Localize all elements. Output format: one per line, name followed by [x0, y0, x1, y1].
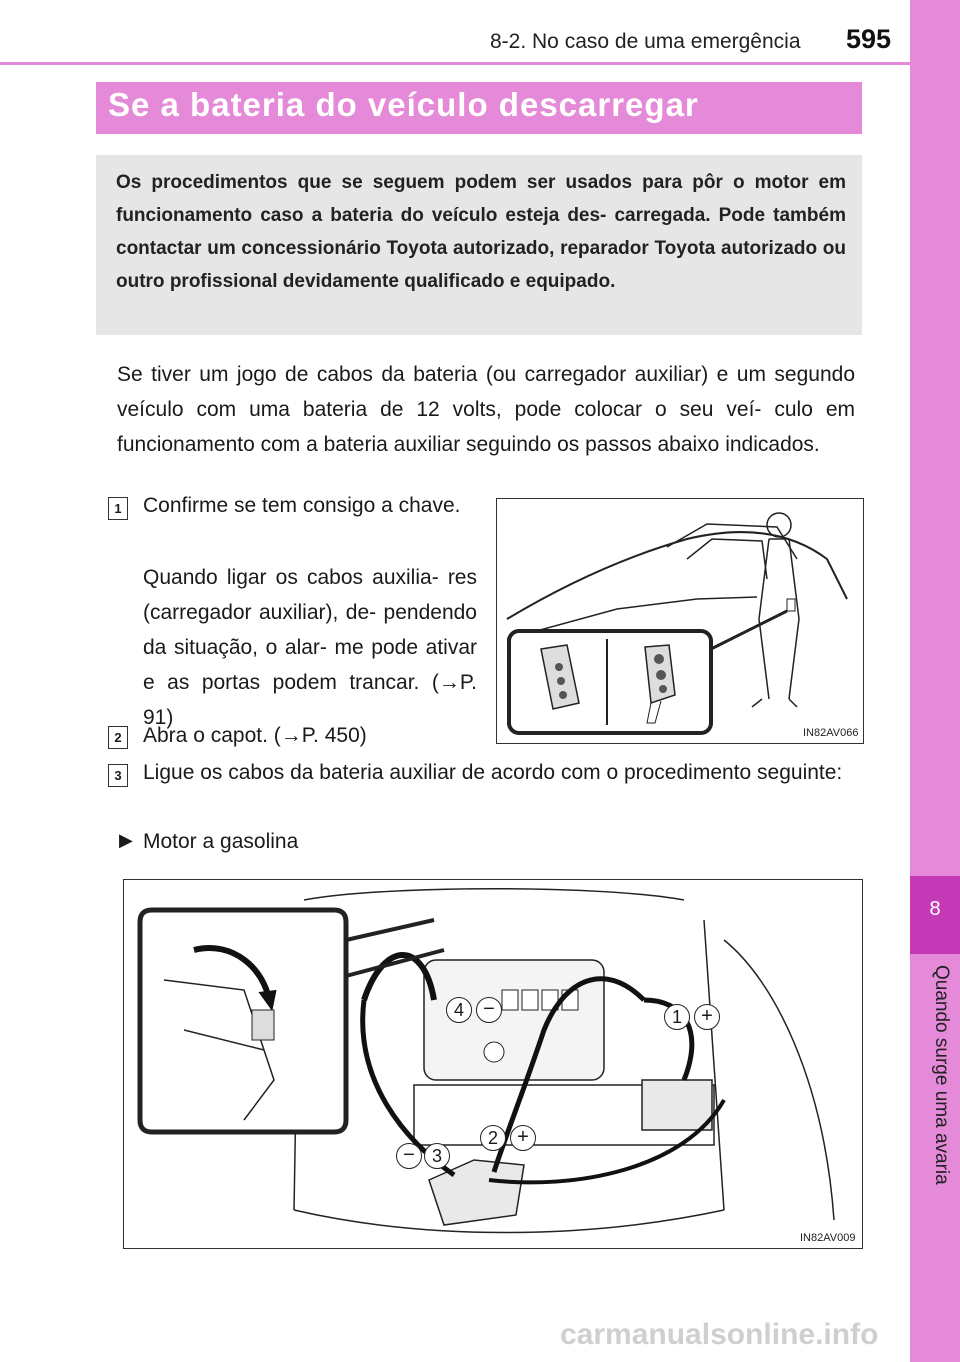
- header-divider: [0, 62, 910, 65]
- chapter-number: 8: [929, 898, 941, 920]
- marker-2: 2: [480, 1125, 506, 1151]
- sub-item-label: Motor a gasolina: [143, 830, 299, 853]
- body-paragraph: Se tiver um jogo de cabos da bateria (ou…: [117, 363, 855, 456]
- minus-symbol-4: −: [476, 997, 502, 1023]
- page-title: Se a bateria do veículo descarregar: [108, 86, 699, 123]
- step-3-text: Ligue os cabos da bateria auxiliar de ac…: [143, 761, 843, 784]
- plus-symbol-1: +: [694, 1004, 720, 1030]
- figure-2-illustration: [137, 888, 835, 1234]
- chapter-side-tab: [910, 0, 960, 1362]
- intro-text: Os procedimentos que se seguem podem ser…: [116, 172, 846, 292]
- step-badge-2: 2: [108, 726, 128, 749]
- marker-1: 1: [664, 1004, 690, 1030]
- intro-box: [96, 155, 862, 335]
- page-number: 595: [846, 24, 892, 54]
- section-label: 8-2. No caso de uma emergência: [490, 30, 801, 53]
- step-2-text: Abra o capot. (→P. 450): [143, 724, 367, 747]
- figure-1-illustration: [506, 512, 848, 735]
- title-bar: [96, 82, 862, 134]
- chapter-number-box: [910, 876, 960, 954]
- step-1-text: Confirme se tem consigo a chave.: [143, 494, 461, 517]
- marker-4: 4: [446, 997, 472, 1023]
- step-badge-3: 3: [108, 764, 128, 787]
- marker-3: 3: [424, 1143, 450, 1169]
- plus-symbol-2: +: [510, 1125, 536, 1151]
- chapter-title: Quando surge uma avaria: [931, 965, 952, 1185]
- figure-code: IN82AV066: [803, 727, 859, 739]
- bullet-arrow-icon: ▶: [119, 830, 133, 850]
- figure-engine-bay: 4 − 1 + 2 + − 3 IN82AV009: [123, 879, 863, 1249]
- step-badge-1: 1: [108, 497, 128, 520]
- figure-code: IN82AV009: [800, 1232, 856, 1244]
- minus-symbol-3: −: [396, 1143, 422, 1169]
- figure-key-and-person: IN82AV066: [496, 498, 864, 744]
- watermark: carmanualsonline.info: [560, 1318, 879, 1351]
- step-1-note: Quando ligar os cabos auxilia- res (carr…: [143, 566, 477, 729]
